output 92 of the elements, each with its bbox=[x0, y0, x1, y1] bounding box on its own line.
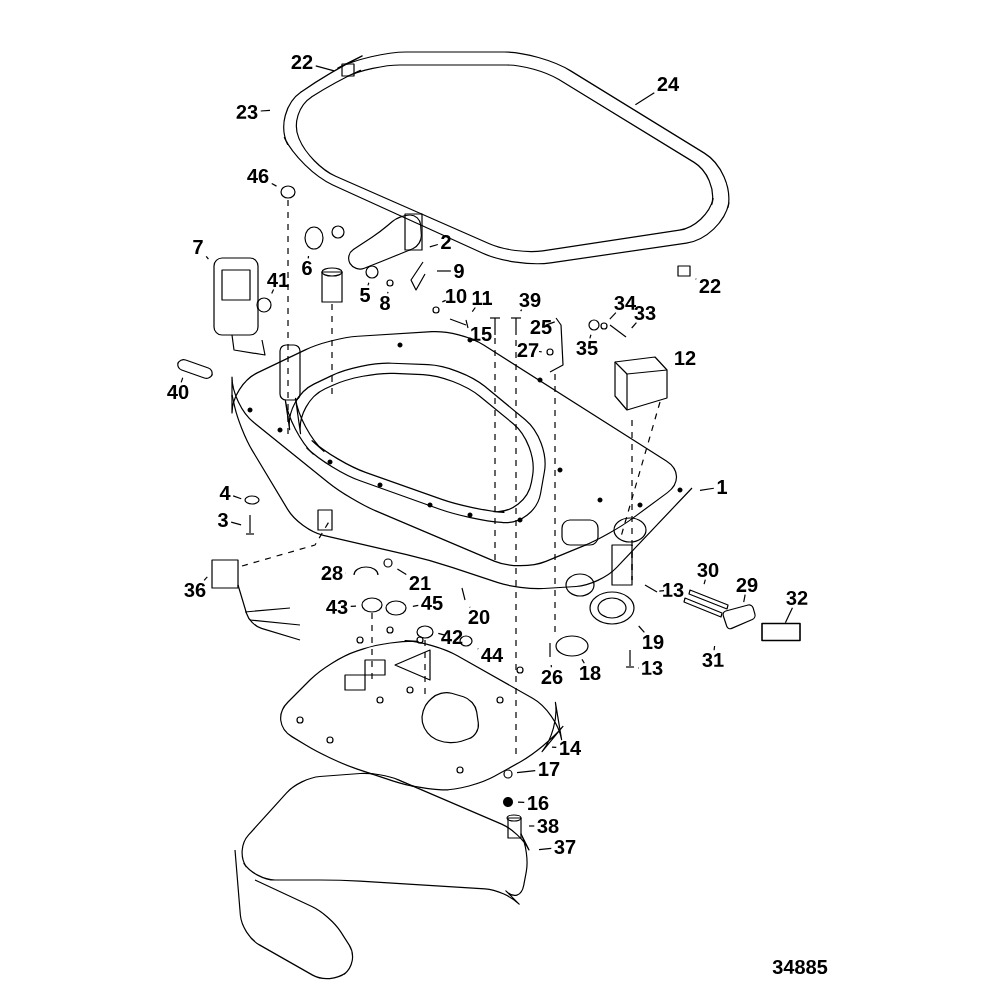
callout-number: 34 bbox=[614, 295, 636, 311]
callout-number: 23 bbox=[236, 104, 258, 120]
callout-number: 16 bbox=[528, 795, 549, 811]
callout-number: 3 bbox=[217, 512, 228, 528]
callout-number: 37 bbox=[554, 839, 576, 855]
leader-line bbox=[516, 769, 536, 774]
leader-line bbox=[520, 309, 523, 312]
callout-number: 46 bbox=[247, 168, 269, 184]
callout-number: 9 bbox=[454, 263, 464, 279]
callout-number: 45 bbox=[421, 596, 443, 610]
callout-number: 21 bbox=[409, 576, 431, 590]
callout-number: 22 bbox=[699, 279, 721, 293]
callout-number: 42 bbox=[441, 630, 463, 644]
leader-line bbox=[307, 255, 310, 259]
callout-number: 1 bbox=[717, 480, 727, 494]
leader-line bbox=[203, 576, 208, 581]
leader-line bbox=[469, 606, 471, 608]
leader-line bbox=[703, 579, 706, 585]
callout-number: 8 bbox=[380, 295, 390, 311]
callout-number: 32 bbox=[786, 590, 808, 606]
callout-number: 38 bbox=[537, 818, 559, 834]
callout-number: 12 bbox=[675, 351, 696, 365]
callout-number: 26 bbox=[541, 669, 563, 685]
callout-number: 13 bbox=[642, 660, 663, 676]
leader-line bbox=[631, 322, 637, 329]
leader-line bbox=[581, 658, 585, 664]
leader-line bbox=[271, 288, 275, 294]
callout-number: 5 bbox=[360, 288, 370, 302]
callout-number: 19 bbox=[643, 634, 664, 650]
callout-number: 15 bbox=[471, 327, 492, 341]
callout-number: 11 bbox=[472, 291, 493, 305]
leader-line bbox=[205, 255, 209, 260]
leader-line bbox=[528, 825, 535, 827]
callout-number: 43 bbox=[326, 599, 348, 615]
leader-line bbox=[589, 334, 592, 339]
leader-line bbox=[658, 590, 665, 592]
leader-line bbox=[230, 521, 242, 526]
leader-line bbox=[471, 306, 476, 313]
leader-line bbox=[441, 299, 447, 303]
callout-number: 41 bbox=[267, 273, 289, 287]
callout-number: 29 bbox=[736, 577, 758, 593]
leader-line bbox=[609, 312, 617, 320]
callout-number: 33 bbox=[634, 305, 656, 321]
callout-number: 4 bbox=[219, 486, 231, 500]
callout-number: 22 bbox=[291, 55, 313, 69]
leader-line bbox=[260, 109, 271, 112]
leader-line bbox=[544, 321, 556, 326]
leader-line bbox=[271, 182, 278, 187]
callout-number: 14 bbox=[560, 741, 581, 755]
leader-line bbox=[743, 594, 746, 603]
leader-line bbox=[387, 291, 389, 294]
leader-line bbox=[436, 270, 452, 272]
drawing-number: 34885 bbox=[772, 959, 828, 975]
callout-number: 40 bbox=[167, 384, 189, 400]
leader-line bbox=[350, 605, 357, 607]
callout-number: 24 bbox=[657, 77, 679, 91]
leader-line bbox=[396, 568, 407, 576]
label-box bbox=[761, 622, 801, 642]
callout-number: 18 bbox=[580, 665, 601, 681]
leader-line bbox=[550, 664, 552, 668]
leader-line bbox=[367, 282, 370, 287]
callout-number: 39 bbox=[519, 292, 541, 308]
callout-number: 25 bbox=[530, 319, 552, 335]
callout-number: 13 bbox=[663, 582, 684, 598]
leader-line bbox=[429, 243, 439, 248]
callout-number: 2 bbox=[441, 235, 451, 249]
callout-number: 31 bbox=[702, 652, 724, 668]
leader-line bbox=[412, 604, 419, 607]
callout-number: 6 bbox=[302, 260, 312, 276]
callout-number: 35 bbox=[576, 340, 598, 356]
callout-number: 7 bbox=[193, 240, 203, 254]
leader-line bbox=[551, 746, 557, 748]
callout-number: 30 bbox=[697, 562, 719, 578]
leader-line bbox=[538, 350, 543, 353]
leader-line bbox=[315, 65, 335, 72]
callout-number: 17 bbox=[539, 762, 560, 776]
leader-line bbox=[638, 625, 645, 633]
leader-line bbox=[538, 847, 552, 851]
callout-number: 20 bbox=[468, 609, 490, 625]
leader-line bbox=[437, 632, 446, 636]
callout-number: 36 bbox=[184, 582, 206, 598]
leader-line bbox=[784, 607, 794, 624]
leader-line bbox=[517, 801, 525, 804]
leader-line bbox=[180, 377, 184, 383]
callout-number: 27 bbox=[517, 343, 539, 357]
callout-number: 10 bbox=[446, 288, 467, 304]
callout-number: 44 bbox=[481, 648, 503, 662]
callout-number: 28 bbox=[321, 565, 343, 581]
leader-line bbox=[634, 92, 655, 106]
leader-line bbox=[232, 495, 242, 500]
leader-line bbox=[699, 487, 715, 491]
leader-line bbox=[713, 645, 716, 651]
